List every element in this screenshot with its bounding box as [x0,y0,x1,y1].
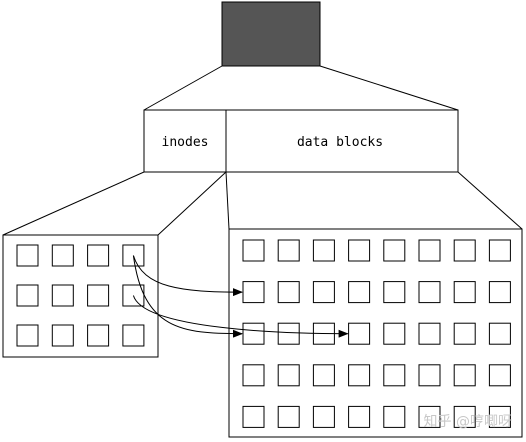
data-block-cell [383,364,406,387]
data-block-cell [488,322,511,345]
inode-cell [51,244,74,267]
inode-cell [16,324,39,347]
data-block-cell [453,239,476,262]
inode-cell [87,284,110,307]
watermark: 知乎 @哼唧呀 [424,413,512,430]
inode-cells [16,244,145,347]
root-block [221,1,321,67]
data-block-cell [312,239,335,262]
data-block-cell [348,322,371,345]
data-block-cell [277,364,300,387]
inode-cell [51,284,74,307]
pointer-arrow [132,295,349,338]
data-block-cell [453,281,476,304]
pointer-arrow [132,255,243,297]
inode-cell [51,324,74,347]
data-block-cell [348,281,371,304]
pointer-arrow [132,255,243,338]
data-block-cell [277,281,300,304]
data-block-cell [242,322,265,345]
data-blocks-label: data blocks [297,135,383,150]
data-block-cell [312,281,335,304]
data-expansion-left [225,171,230,230]
data-block-cell [383,281,406,304]
inode-expansion-left [2,171,145,236]
inodes-label: inodes [162,135,209,150]
inodes-region [143,109,227,173]
data-block-cell [453,322,476,345]
data-blocks-region [225,109,459,173]
data-block-cell [488,364,511,387]
data-block-cell [488,405,511,428]
data-block-cell [242,281,265,304]
inode-expansion-right [157,171,227,236]
inode-cell [16,244,39,267]
data-expansion-right [457,171,523,230]
data-block-cell [312,364,335,387]
data-block-cell [383,239,406,262]
data-block-cell [312,405,335,428]
data-block-cell [348,364,371,387]
data-block-cell [242,364,265,387]
data-block-cell [453,405,476,428]
data-block-cell [418,239,441,262]
expansion-line-left [143,65,223,111]
data-block-cell [488,239,511,262]
data-block-cell [453,364,476,387]
data-block-cell [348,405,371,428]
data-block-cell [488,281,511,304]
inode-cell [87,244,110,267]
data-block-cell [418,322,441,345]
data-block-cell [242,405,265,428]
data-block-cell [383,322,406,345]
expansion-line-right [319,65,459,111]
data-block-cell [348,239,371,262]
inode-cell [87,324,110,347]
inode-cell [122,324,145,347]
inode-cell [16,284,39,307]
data-block-cell [418,364,441,387]
data-block-cell [277,322,300,345]
data-block-cell [418,405,441,428]
data-block-cell [383,405,406,428]
data-block-table [228,228,523,438]
data-block-cell [277,239,300,262]
data-block-cell [418,281,441,304]
data-block-cell [242,239,265,262]
data-block-cell [277,405,300,428]
pointer-arrows [132,255,349,338]
